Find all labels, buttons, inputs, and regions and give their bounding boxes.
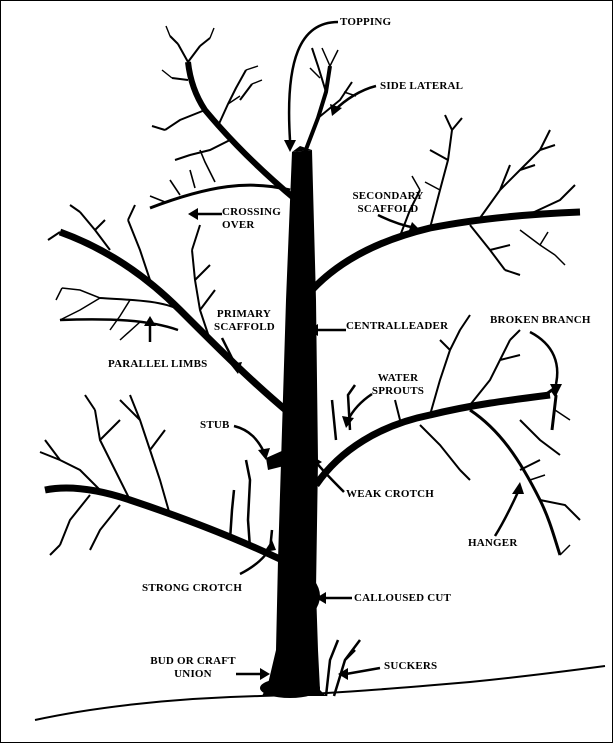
label-side-lateral: SIDE LATERAL [380,80,464,92]
suckers [324,639,361,697]
label-water-line1: WATER [377,372,419,384]
arrow-broken [529,330,559,385]
label-water-sprouts: WATER SPROUTS [370,372,426,398]
label-secondary-scaffold: SECONDARY SCAFFOLD [348,190,428,216]
lower-left-scaffold [44,484,284,564]
arrow-heads [144,104,562,680]
label-bud-line2: UNION [174,668,212,680]
crossing-branch [185,61,298,203]
right-scaffold [313,391,551,487]
parallel-limbs [59,318,179,332]
label-hanger: HANGER [468,537,518,549]
label-central-leader: CENTRALLEADER [346,320,449,332]
label-parallel-limbs: PARALLEL LIMBS [108,358,208,370]
upper-branch [303,65,332,153]
label-bud-line1: BUD OR CRAFT [150,655,236,667]
label-crossing-over: CROSSING OVER [222,206,281,232]
bud-union-swelling [260,678,320,698]
broken-branch [544,387,558,431]
label-primary-line2: SCAFFOLD [214,321,275,333]
label-crossing-line2: OVER [222,219,255,231]
label-secondary-line2: SCAFFOLD [357,203,419,215]
label-weak-crotch: WEAK CROTCH [346,488,435,500]
label-topping: TOPPING [340,16,392,28]
arrow-secondary [377,213,417,230]
arrow-stub [233,424,266,453]
label-crossing-line1: CROSSING [222,206,282,218]
arrow-suckers [345,666,381,676]
ground-line [34,665,606,721]
label-water-line2: SPROUTS [371,385,425,397]
label-bud-union: BUD OR CRAFT UNION [150,655,236,681]
stub [266,450,284,470]
label-broken-branch: BROKEN BRANCH [490,314,591,326]
label-secondary-line1: SECONDARY [352,190,424,202]
arrow-water [346,392,373,421]
label-strong-crotch: STRONG CROTCH [142,582,243,594]
central-leader-trunk [262,150,326,696]
hanger-branch [469,408,562,556]
arrow-hanger [493,491,520,537]
label-suckers: SUCKERS [384,660,438,672]
arrow-topping [287,20,339,141]
label-calloused-cut: CALLOUSED CUT [354,592,452,604]
label-primary-scaffold: PRIMARY SCAFFOLD [214,308,275,334]
secondary-scaffold [309,208,581,293]
label-primary-line1: PRIMARY [216,308,272,320]
label-stub: STUB [200,419,230,431]
calloused-cut-bump [314,580,320,612]
